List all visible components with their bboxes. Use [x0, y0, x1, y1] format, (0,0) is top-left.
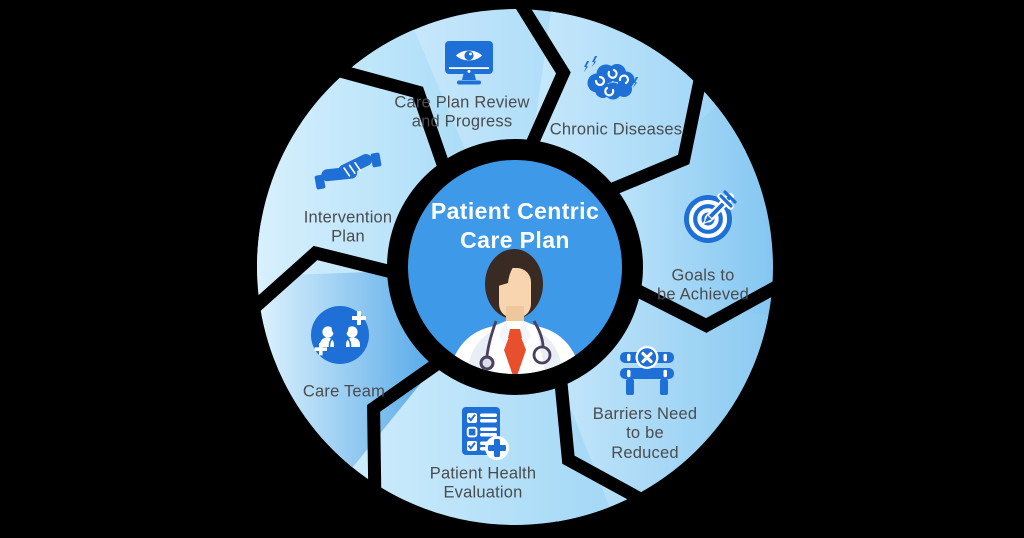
segment-gap-chevron: [367, 351, 452, 501]
label-intervention-plan: Intervention Plan: [303, 208, 393, 246]
target-dart-icon: [684, 190, 737, 243]
doctor-illustration: [448, 249, 582, 374]
label-patient-health-evaluation: Patient Health Evaluation: [429, 464, 537, 502]
checklist-cross-icon: [462, 407, 509, 460]
center-title: Patient Centric Care Plan: [430, 198, 600, 253]
segment-gap-chevron: [327, 61, 454, 180]
monitor-eye-icon: [445, 41, 493, 85]
segment-gap-chevron: [597, 68, 709, 201]
handshake-icon: [314, 152, 382, 190]
ring-segments: [242, 0, 790, 525]
care-team-icon: [311, 306, 369, 364]
segment-gap-chevron: [553, 369, 653, 510]
barricade-icon: [620, 346, 674, 395]
label-chronic-diseases: Chronic Diseases: [549, 120, 683, 139]
segment-barriers: [535, 291, 769, 522]
segment-gap-chevron: [510, 0, 571, 159]
segment-gap-chevron: [622, 275, 790, 333]
label-care-team: Care Team: [302, 382, 386, 401]
brain-icon: [583, 56, 639, 100]
label-care-plan-review: Care Plan Review and Progress: [394, 93, 530, 131]
label-barriers: Barriers Need to be Reduced: [592, 404, 698, 462]
label-goals: Goals to be Achieved: [656, 266, 750, 304]
segment-gap-chevron: [242, 245, 405, 320]
